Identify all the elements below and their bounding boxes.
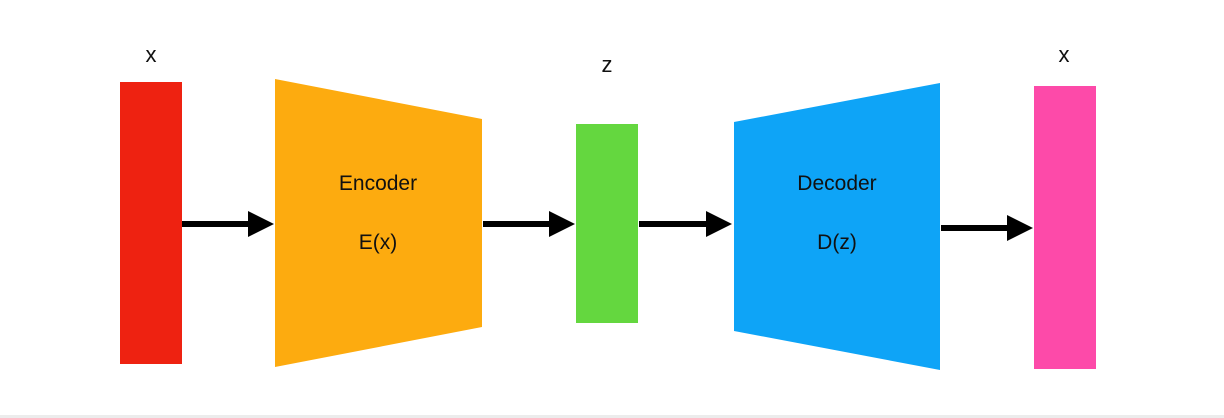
latent-label: z xyxy=(602,52,613,77)
input-block xyxy=(120,82,182,364)
output-block xyxy=(1034,86,1096,369)
encoder-title: Encoder xyxy=(339,172,417,195)
bottom-divider xyxy=(0,415,1224,418)
encoder-function: E(x) xyxy=(359,231,398,254)
output-label: x xyxy=(1059,42,1070,67)
arrow-encoder-to-latent xyxy=(483,211,575,237)
decoder-function: D(z) xyxy=(817,231,857,254)
input-label: x xyxy=(146,42,157,67)
arrow-input-to-encoder xyxy=(182,211,274,237)
decoder-block xyxy=(734,83,940,370)
encoder-block xyxy=(275,79,482,367)
arrow-latent-to-decoder xyxy=(639,211,732,237)
arrow-decoder-to-output xyxy=(941,215,1033,241)
latent-block xyxy=(576,124,638,323)
decoder-title: Decoder xyxy=(797,172,876,195)
